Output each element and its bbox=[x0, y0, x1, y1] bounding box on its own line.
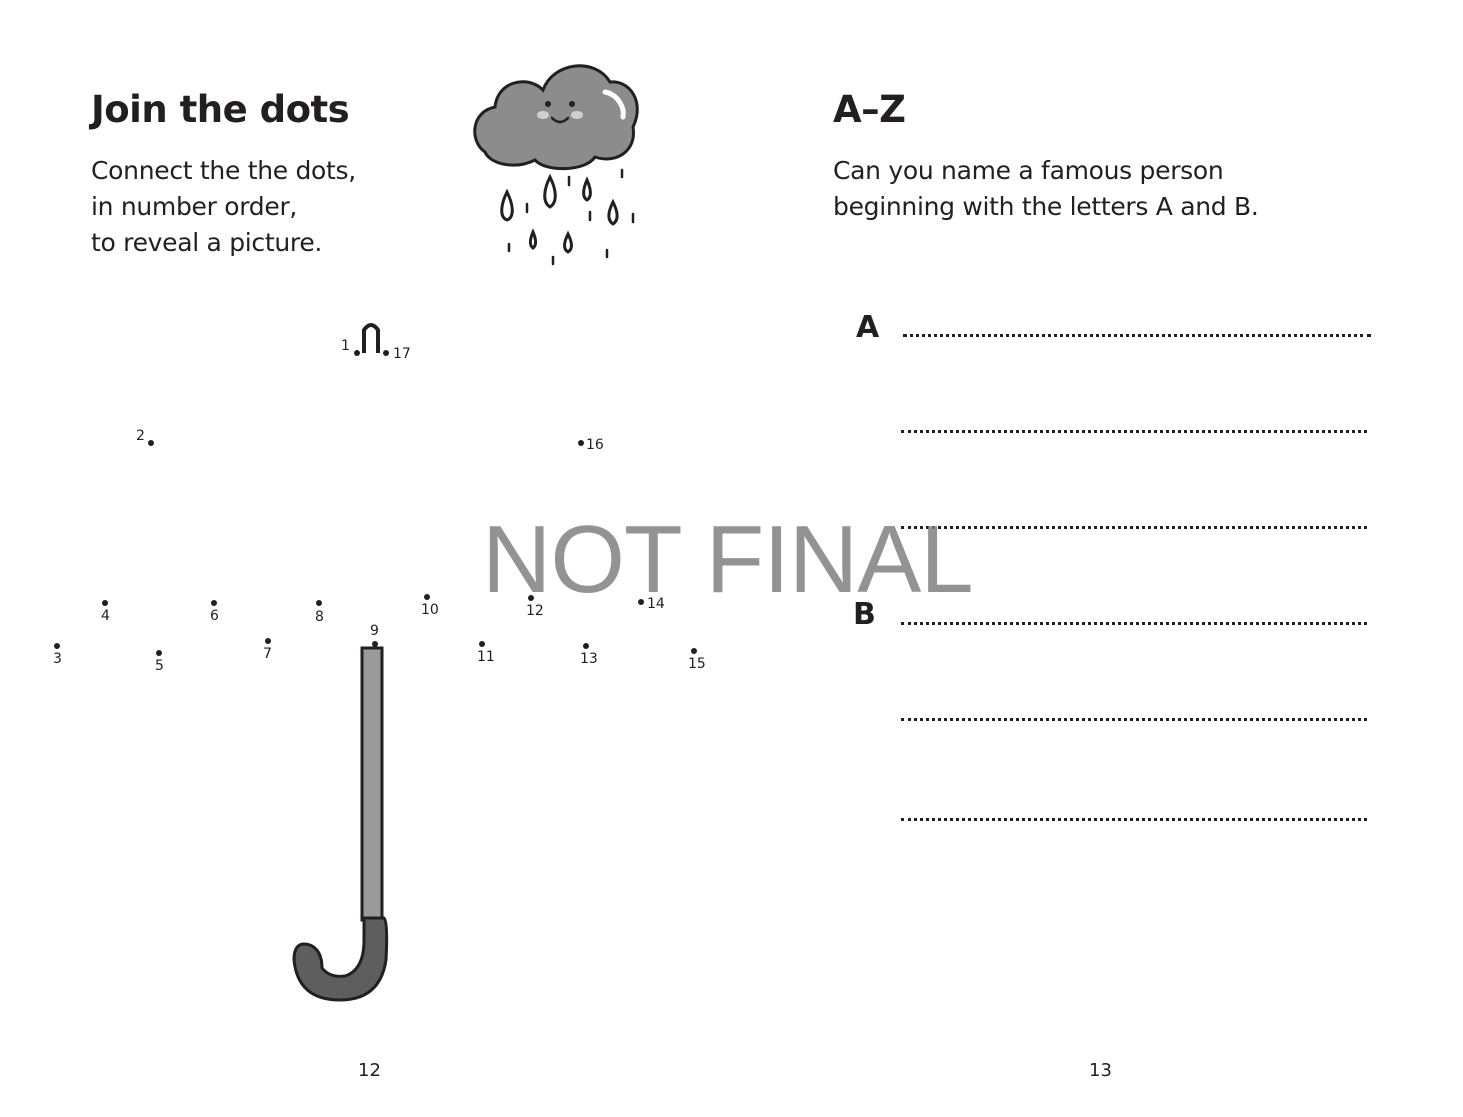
dot-10[interactable] bbox=[424, 594, 430, 600]
dot-5[interactable] bbox=[156, 650, 162, 656]
dot-label-10: 10 bbox=[421, 602, 439, 618]
dot-6[interactable] bbox=[211, 600, 217, 606]
rain-cloud-icon bbox=[473, 64, 639, 266]
instruction-line: Connect the the dots, bbox=[91, 156, 356, 185]
dot-label-7: 7 bbox=[263, 646, 272, 662]
answer-line-a-2[interactable] bbox=[901, 430, 1367, 433]
letter-a-label: A bbox=[856, 310, 880, 345]
dot-11[interactable] bbox=[479, 641, 485, 647]
dot-16[interactable] bbox=[578, 440, 584, 446]
instruction-line: to reveal a picture. bbox=[91, 228, 323, 257]
page-number: 13 bbox=[1089, 1060, 1112, 1081]
answer-line-a-3[interactable] bbox=[901, 526, 1367, 529]
instructions: Can you name a famous person beginning w… bbox=[833, 153, 1259, 225]
dot-3[interactable] bbox=[54, 643, 60, 649]
dot-label-9: 9 bbox=[370, 623, 379, 639]
instructions: Connect the the dots, in number order, t… bbox=[91, 153, 356, 261]
answer-line-b-2[interactable] bbox=[901, 718, 1367, 721]
dot-label-3: 3 bbox=[53, 651, 62, 667]
dot-label-12: 12 bbox=[526, 603, 544, 619]
dot-label-2: 2 bbox=[136, 428, 145, 444]
dot-label-4: 4 bbox=[101, 608, 110, 624]
page-title: Join the dots bbox=[91, 88, 350, 131]
dot-label-5: 5 bbox=[155, 658, 164, 674]
dot-label-8: 8 bbox=[315, 609, 324, 625]
dot-9[interactable] bbox=[372, 641, 378, 647]
dot-8[interactable] bbox=[316, 600, 322, 606]
dot-1[interactable] bbox=[354, 350, 360, 356]
page-title: A–Z bbox=[833, 88, 906, 131]
dot-2[interactable] bbox=[148, 440, 154, 446]
dot-label-14: 14 bbox=[647, 596, 665, 612]
page-number: 12 bbox=[358, 1060, 381, 1081]
dot-label-16: 16 bbox=[586, 437, 604, 453]
dot-12[interactable] bbox=[528, 595, 534, 601]
dot-13[interactable] bbox=[583, 643, 589, 649]
watermark: NOT FINAL bbox=[482, 506, 974, 613]
instruction-line: Can you name a famous person bbox=[833, 156, 1224, 185]
umbrella-tip bbox=[362, 323, 380, 353]
instruction-line: beginning with the letters A and B. bbox=[833, 192, 1259, 221]
dot-15[interactable] bbox=[691, 648, 697, 654]
dot-7[interactable] bbox=[265, 638, 271, 644]
dot-label-13: 13 bbox=[580, 651, 598, 667]
dot-4[interactable] bbox=[102, 600, 108, 606]
answer-line-b-1[interactable] bbox=[901, 622, 1367, 625]
dot-label-15: 15 bbox=[688, 656, 706, 672]
dot-14[interactable] bbox=[638, 599, 644, 605]
answer-line-a-1[interactable] bbox=[903, 334, 1371, 337]
umbrella-handle-icon bbox=[292, 646, 389, 1002]
right-page: A–Z Can you name a famous person beginni… bbox=[731, 0, 1463, 1117]
left-page: Join the dots Connect the the dots, in n… bbox=[0, 0, 731, 1117]
dot-label-11: 11 bbox=[477, 649, 495, 665]
letter-b-label: B bbox=[853, 597, 876, 632]
dot-label-17: 17 bbox=[393, 346, 411, 362]
dot-17[interactable] bbox=[383, 350, 389, 356]
instruction-line: in number order, bbox=[91, 192, 298, 221]
answer-line-b-3[interactable] bbox=[901, 818, 1367, 821]
dot-label-6: 6 bbox=[210, 608, 219, 624]
dot-label-1: 1 bbox=[341, 338, 350, 354]
